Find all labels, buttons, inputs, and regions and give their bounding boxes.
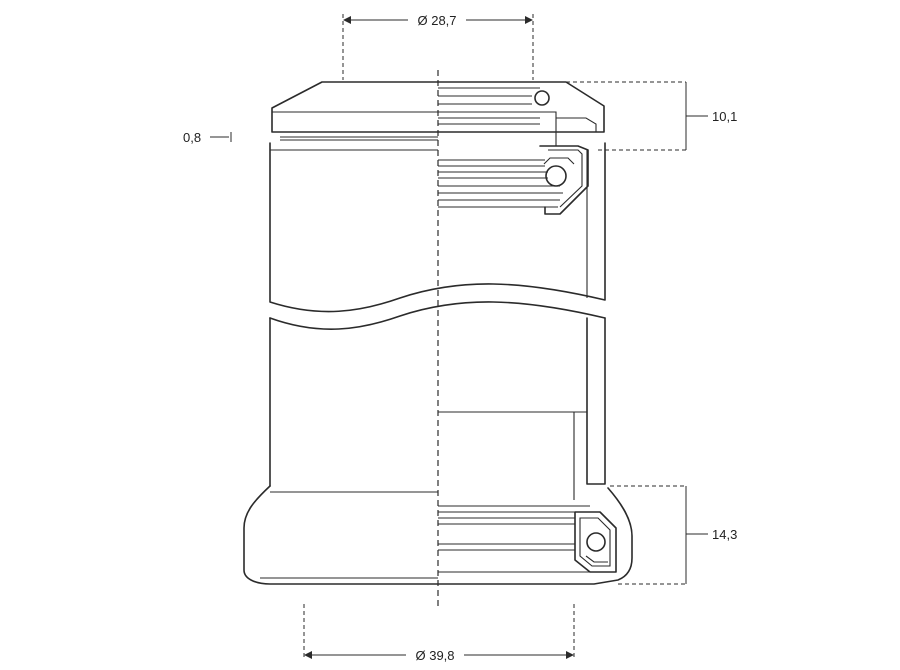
- compression-ring: [280, 136, 438, 141]
- bottom-cup-height-label: 14,3: [712, 527, 737, 542]
- bottom-diameter-label: Ø 39,8: [415, 648, 454, 663]
- bottom-cup: [243, 485, 633, 585]
- top-cup-height-label: 10,1: [712, 109, 737, 124]
- top-diameter-label: Ø 28,7: [417, 13, 456, 28]
- top-diameter-dimension: Ø 28,7: [342, 13, 534, 80]
- top-bearing-section: [438, 87, 597, 215]
- lower-head-tube: [269, 317, 606, 500]
- bottom-diameter-dimension: Ø 39,8: [303, 604, 575, 663]
- stack-gap-dimension: 0,8: [183, 130, 232, 145]
- upper-head-tube: [269, 142, 606, 313]
- top-cup-height-dimension: 10,1: [566, 81, 737, 151]
- stack-gap-label: 0,8: [183, 130, 201, 145]
- bottom-bearing-section: [438, 505, 617, 573]
- bottom-cup-height-dimension: 14,3: [610, 485, 737, 585]
- break-line: [269, 301, 606, 330]
